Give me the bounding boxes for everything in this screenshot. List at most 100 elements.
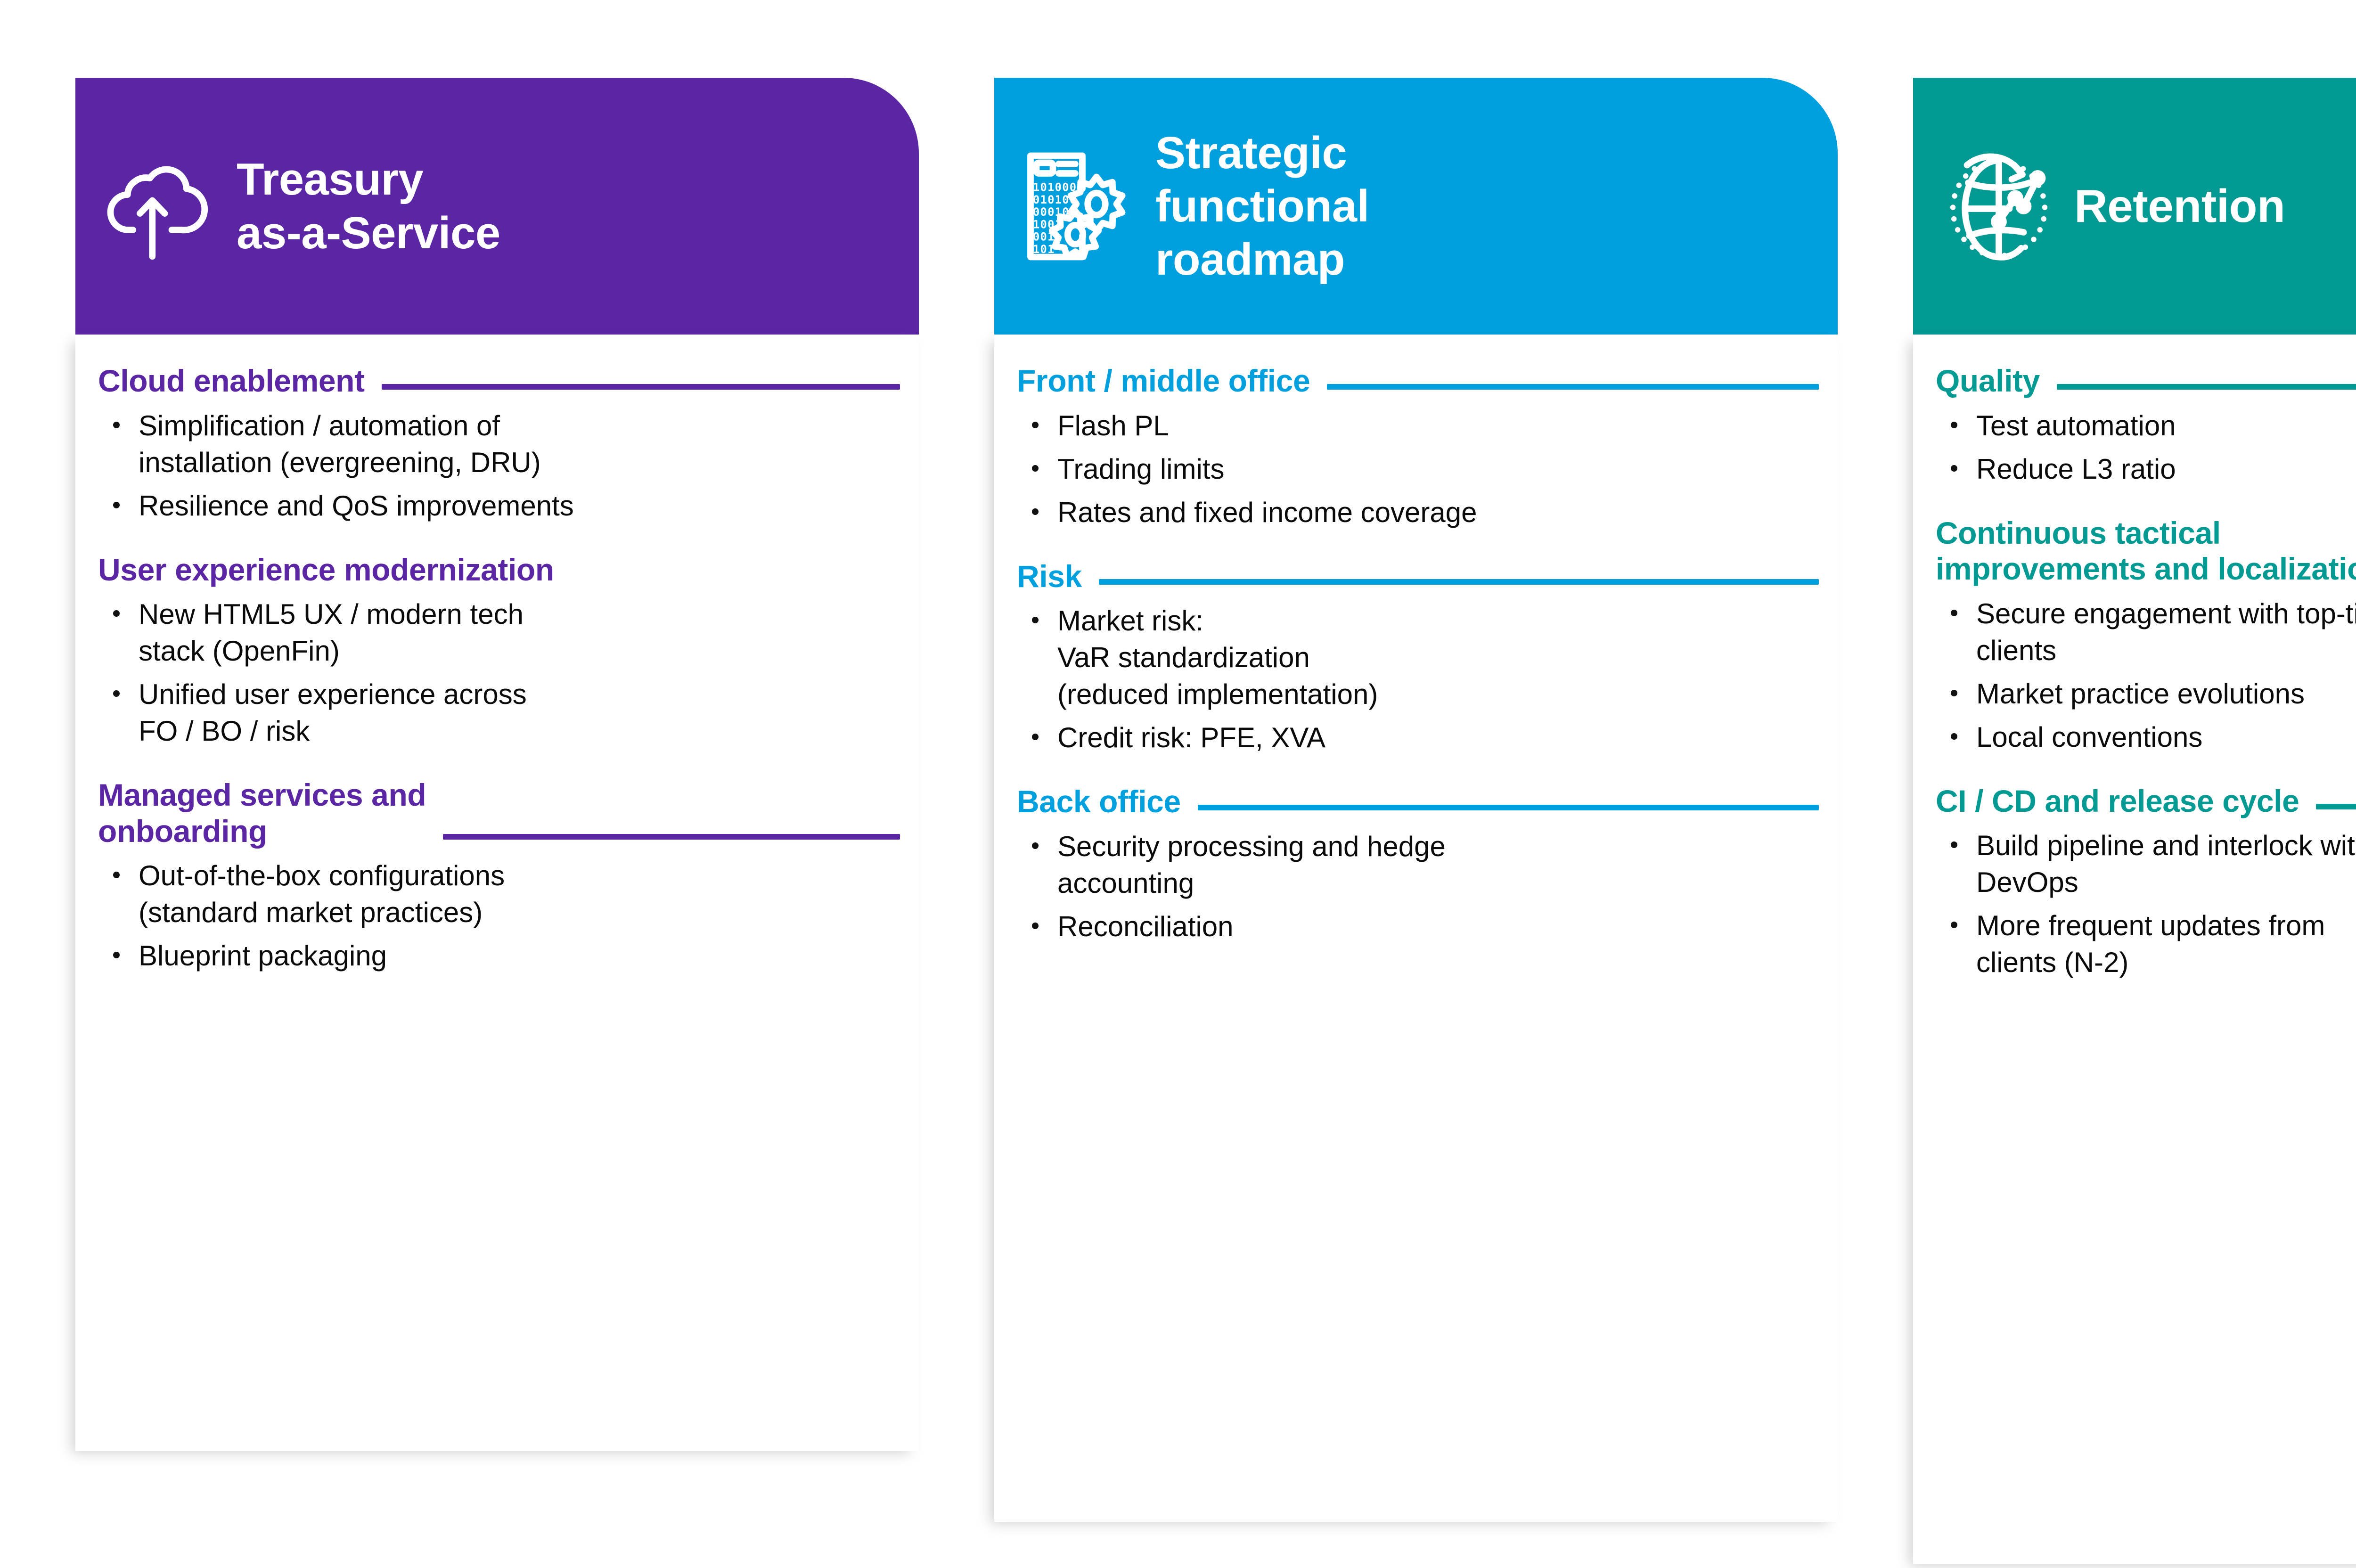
section-rule [1197,804,1819,810]
bullet-dot-icon [113,690,120,697]
section-title: Front / middle office [1017,363,1310,398]
section-title: Continuous tactical improvements and loc… [1936,515,2356,587]
bullet-text: Security processing and hedge accounting [1057,830,1446,899]
bullet-text: Secure engagement with top-tier clients [1976,597,2356,666]
bullet-text: Trading limits [1057,453,1225,485]
bullet-dot-icon [1951,609,1957,616]
section-title: Risk [1017,558,1082,594]
bullet-dot-icon [1032,617,1039,624]
bullet-text: Test automation [1976,409,2176,441]
bullet-item: Trading limits [1027,451,1819,488]
section-title: Back office [1017,784,1181,819]
globe-growth-icon [1938,140,2060,272]
bullet-text: New HTML5 UX / modern tech stack (OpenFi… [139,598,524,667]
bullet-dot-icon [113,421,120,428]
bullet-item: Market risk: VaR standardization (reduce… [1027,603,1819,713]
bullet-item: Simplification / automation of installat… [108,408,900,481]
card-title: Retention [2074,180,2285,232]
bullet-item: Security processing and hedge accounting [1027,828,1819,902]
bullet-text: More frequent updates from clients (N-2) [1976,910,2325,979]
section-title: Managed services and onboarding [98,777,426,849]
bullet-dot-icon [1951,841,1957,849]
card-title: Treasury as-a-Service [237,154,500,258]
bullet-dot-icon [113,872,120,879]
section-header: Back office [1017,784,1819,820]
section-rule [1098,579,1819,585]
bullet-text: Reduce L3 ratio [1976,453,2176,485]
bullet-list: Market risk: VaR standardization (reduce… [1017,603,1819,756]
section-title: Cloud enablement [98,363,365,398]
bullet-item: Unified user experience across FO / BO /… [108,676,900,750]
card-title: Strategic functional roadmap [1155,127,1369,285]
bullet-list: New HTML5 UX / modern tech stack (OpenFi… [98,596,900,750]
bullet-text: Reconciliation [1057,910,1234,942]
bullet-dot-icon [113,610,120,617]
card-header-retention: Retention [1913,78,2356,335]
bullet-item: Blueprint packaging [108,938,900,974]
section-rule [381,384,900,390]
bullet-text: Unified user experience across FO / BO /… [139,678,527,747]
bullet-dot-icon [1032,842,1039,849]
bullet-item: New HTML5 UX / modern tech stack (OpenFi… [108,596,900,670]
bullet-dot-icon [1032,508,1039,515]
section-title: Quality [1936,363,2040,398]
bullet-item: Resilience and QoS improvements [108,488,900,524]
bullet-item: Test automation [1946,408,2356,444]
bullet-text: Market practice evolutions [1976,678,2305,710]
bullet-dot-icon [113,952,120,959]
section-rule [2316,804,2356,810]
bullet-text: Credit risk: PFE, XVA [1057,722,1326,754]
section-header: Front / middle office [1017,363,1819,399]
bullet-item: Local conventions [1946,719,2356,756]
bullet-item: Secure engagement with top-tier clients [1946,596,2356,669]
section-header: Continuous tactical improvements and loc… [1936,515,2356,587]
section-header: Quality [1936,363,2356,399]
section-header: Cloud enablement [98,363,900,399]
bullet-item: Reduce L3 ratio [1946,451,2356,488]
bullet-dot-icon [113,501,120,508]
bullet-dot-icon [1951,922,1957,929]
section: Continuous tactical improvements and loc… [1936,515,2356,756]
bullet-text: Resilience and QoS improvements [139,490,574,522]
section-header: Risk [1017,558,1819,595]
section-header: CI / CD and release cycle [1936,783,2356,819]
card-header-treasury-as-a-service: Treasury as-a-Service [75,78,919,335]
bullet-text: Market risk: VaR standardization (reduce… [1057,605,1378,710]
bullet-text: Rates and fixed income coverage [1057,496,1477,528]
section-title: User experience modernization [98,552,554,587]
bullet-item: Build pipeline and interlock with DevOps [1946,827,2356,901]
bullet-list: Simplification / automation of installat… [98,408,900,524]
svg-text:101: 101 [1033,242,1055,255]
bullet-list: Out-of-the-box configurations (standard … [98,858,900,974]
bullet-item: Market practice evolutions [1946,676,2356,712]
section-header: User experience modernization [98,552,900,588]
bullet-text: Out-of-the-box configurations (standard … [139,860,505,929]
bullet-dot-icon [1032,421,1039,428]
section-rule [2056,384,2356,390]
section-header: Managed services and onboarding [98,777,900,849]
bullet-dot-icon [1032,922,1039,929]
bullet-item: Reconciliation [1027,908,1819,945]
bullet-list: Secure engagement with top-tier clientsM… [1936,596,2356,756]
section-title: CI / CD and release cycle [1936,783,2299,818]
bullet-item: More frequent updates from clients (N-2) [1946,907,2356,981]
bullet-item: Out-of-the-box configurations (standard … [108,858,900,931]
bullet-text: Flash PL [1057,409,1169,441]
bullet-dot-icon [1951,689,1957,696]
